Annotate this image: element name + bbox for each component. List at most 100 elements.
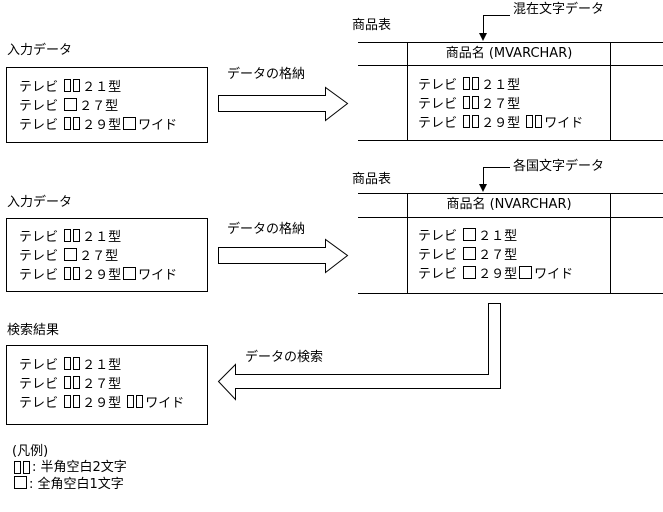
table-1-border [358, 65, 663, 66]
table-row: テレビ ２１型 [418, 227, 573, 246]
text-segment: ２７型 [79, 99, 119, 114]
callout-1-down-arrow-icon [479, 33, 487, 41]
text-segment: ２７型 [478, 248, 518, 263]
data-line: テレビ ２１型 [19, 356, 207, 375]
halfwidth-space-pair-glyph [463, 115, 480, 134]
text-segment: ２１型 [478, 229, 518, 244]
text-segment: ２９型 [82, 118, 122, 133]
table-2-column-divider [610, 193, 611, 293]
text-segment: テレビ [418, 97, 462, 112]
text-segment: テレビ [19, 99, 63, 114]
search-arrow-label: データの検索 [245, 350, 324, 365]
store-arrow-1-label: データの格納 [227, 67, 306, 82]
halfwidth-space-pair-glyph [64, 267, 81, 286]
halfwidth-space-pair-glyph [463, 96, 480, 115]
text-segment: テレビ [19, 358, 63, 373]
data-line: テレビ ２１型 [19, 78, 207, 97]
fullwidth-space-glyph [123, 117, 137, 130]
table-1-callout-label: 混在文字データ [513, 2, 605, 17]
input-data-1-label: 入力データ [7, 43, 73, 58]
text-segment: ワイド [138, 268, 178, 283]
data-line: テレビ ２７型 [19, 247, 207, 266]
text-segment: ワイド [534, 267, 574, 282]
text-segment: ２７型 [79, 249, 119, 264]
table-1-border [358, 42, 663, 43]
legend-title: (凡例) [12, 444, 49, 459]
table-2-column-divider [407, 193, 408, 293]
text-segment: テレビ [19, 118, 63, 133]
search-result-label: 検索結果 [7, 323, 60, 338]
data-line: テレビ ２９型 ワイド [19, 394, 207, 413]
halfwidth-space-pair-glyph [526, 115, 543, 134]
table-1-column-divider [610, 42, 611, 141]
halfwidth-space-pair-glyph [64, 376, 81, 395]
table-1-body: テレビ ２１型 テレビ ２７型 テレビ ２９型 ワイド [418, 76, 583, 133]
callout-2-down-arrow-icon [479, 184, 487, 192]
text-segment: ２１型 [481, 78, 521, 93]
text-segment: テレビ [418, 78, 462, 93]
table-row: テレビ ２１型 [418, 76, 583, 95]
table-1-border [358, 140, 663, 141]
text-segment: ２９型 [481, 116, 525, 131]
text-segment: : 全角空白1文字 [29, 477, 124, 492]
table-1-column-divider [407, 42, 408, 141]
fullwidth-space-glyph [64, 248, 78, 261]
fullwidth-space-glyph [519, 266, 533, 279]
legend-item-fullwidth: : 全角空白1文字 [12, 476, 124, 493]
halfwidth-space-pair-glyph [64, 357, 81, 376]
table-2-title: 商品表 [352, 172, 392, 187]
data-line: テレビ ２７型 [19, 375, 207, 394]
text-segment: テレビ [19, 268, 63, 283]
callout-1-connector-line [483, 15, 510, 16]
table-row: テレビ ２７型 [418, 246, 573, 265]
store-arrow-right-icon [218, 86, 349, 122]
table-2-border [358, 193, 663, 194]
text-segment: テレビ [418, 267, 462, 282]
halfwidth-space-pair-glyph [64, 395, 81, 414]
halfwidth-space-pair-glyph [64, 117, 81, 136]
text-segment: ２９型 [82, 268, 122, 283]
halfwidth-space-pair-glyph [64, 229, 81, 248]
text-segment: テレビ [19, 377, 63, 392]
store-arrow-2-label: データの格納 [227, 222, 306, 237]
text-segment: ワイド [138, 118, 178, 133]
input-data-2-label: 入力データ [7, 195, 73, 210]
data-line: テレビ ２７型 [19, 97, 207, 116]
table-row: テレビ ２７型 [418, 95, 583, 114]
fullwidth-space-glyph [14, 476, 27, 489]
table-2-callout-label: 各国文字データ [513, 159, 605, 174]
search-result-box: テレビ ２１型 テレビ ２７型 テレビ ２９型 ワイド [6, 345, 208, 425]
fullwidth-space-glyph [123, 267, 137, 280]
text-segment: ワイド [544, 116, 584, 131]
text-segment: ２７型 [481, 97, 521, 112]
halfwidth-space-pair-glyph [127, 395, 144, 414]
legend-item-halfwidth: : 半角空白2文字 [12, 460, 127, 477]
search-arrow-left-icon [217, 303, 501, 401]
table-row: テレビ ２９型 ワイド [418, 114, 583, 133]
fullwidth-space-glyph [463, 247, 477, 260]
data-line: テレビ ２９型 ワイド [19, 266, 207, 285]
callout-1-connector-line [483, 15, 484, 34]
text-segment: テレビ [19, 249, 63, 264]
table-2-body: テレビ ２１型 テレビ ２７型 テレビ ２９型 ワイド [418, 227, 573, 284]
table-1-column-header: 商品名 (MVARCHAR) [445, 46, 573, 61]
halfwidth-space-pair-glyph [64, 79, 81, 98]
input-data-2-box: テレビ ２１型 テレビ ２７型 テレビ ２９型 ワイド [6, 218, 208, 292]
text-segment: ２１型 [82, 230, 122, 245]
input-data-1-box: テレビ ２１型 テレビ ２７型 テレビ ２９型 ワイド [6, 67, 208, 143]
halfwidth-space-pair-glyph [14, 461, 30, 477]
text-segment: ２９型 [478, 267, 518, 282]
data-line: テレビ ２１型 [19, 228, 207, 247]
table-row: テレビ ２９型 ワイド [418, 265, 573, 284]
text-segment: テレビ [19, 230, 63, 245]
text-segment: ２７型 [82, 377, 122, 392]
store-arrow-right-icon [218, 238, 349, 274]
text-segment: : 半角空白2文字 [32, 460, 127, 475]
table-1-title: 商品表 [352, 18, 392, 33]
table-2-border [358, 293, 663, 294]
text-segment: テレビ [418, 229, 462, 244]
data-line: テレビ ２９型 ワイド [19, 116, 207, 135]
fullwidth-space-glyph [463, 228, 477, 241]
table-2-border [358, 217, 663, 218]
